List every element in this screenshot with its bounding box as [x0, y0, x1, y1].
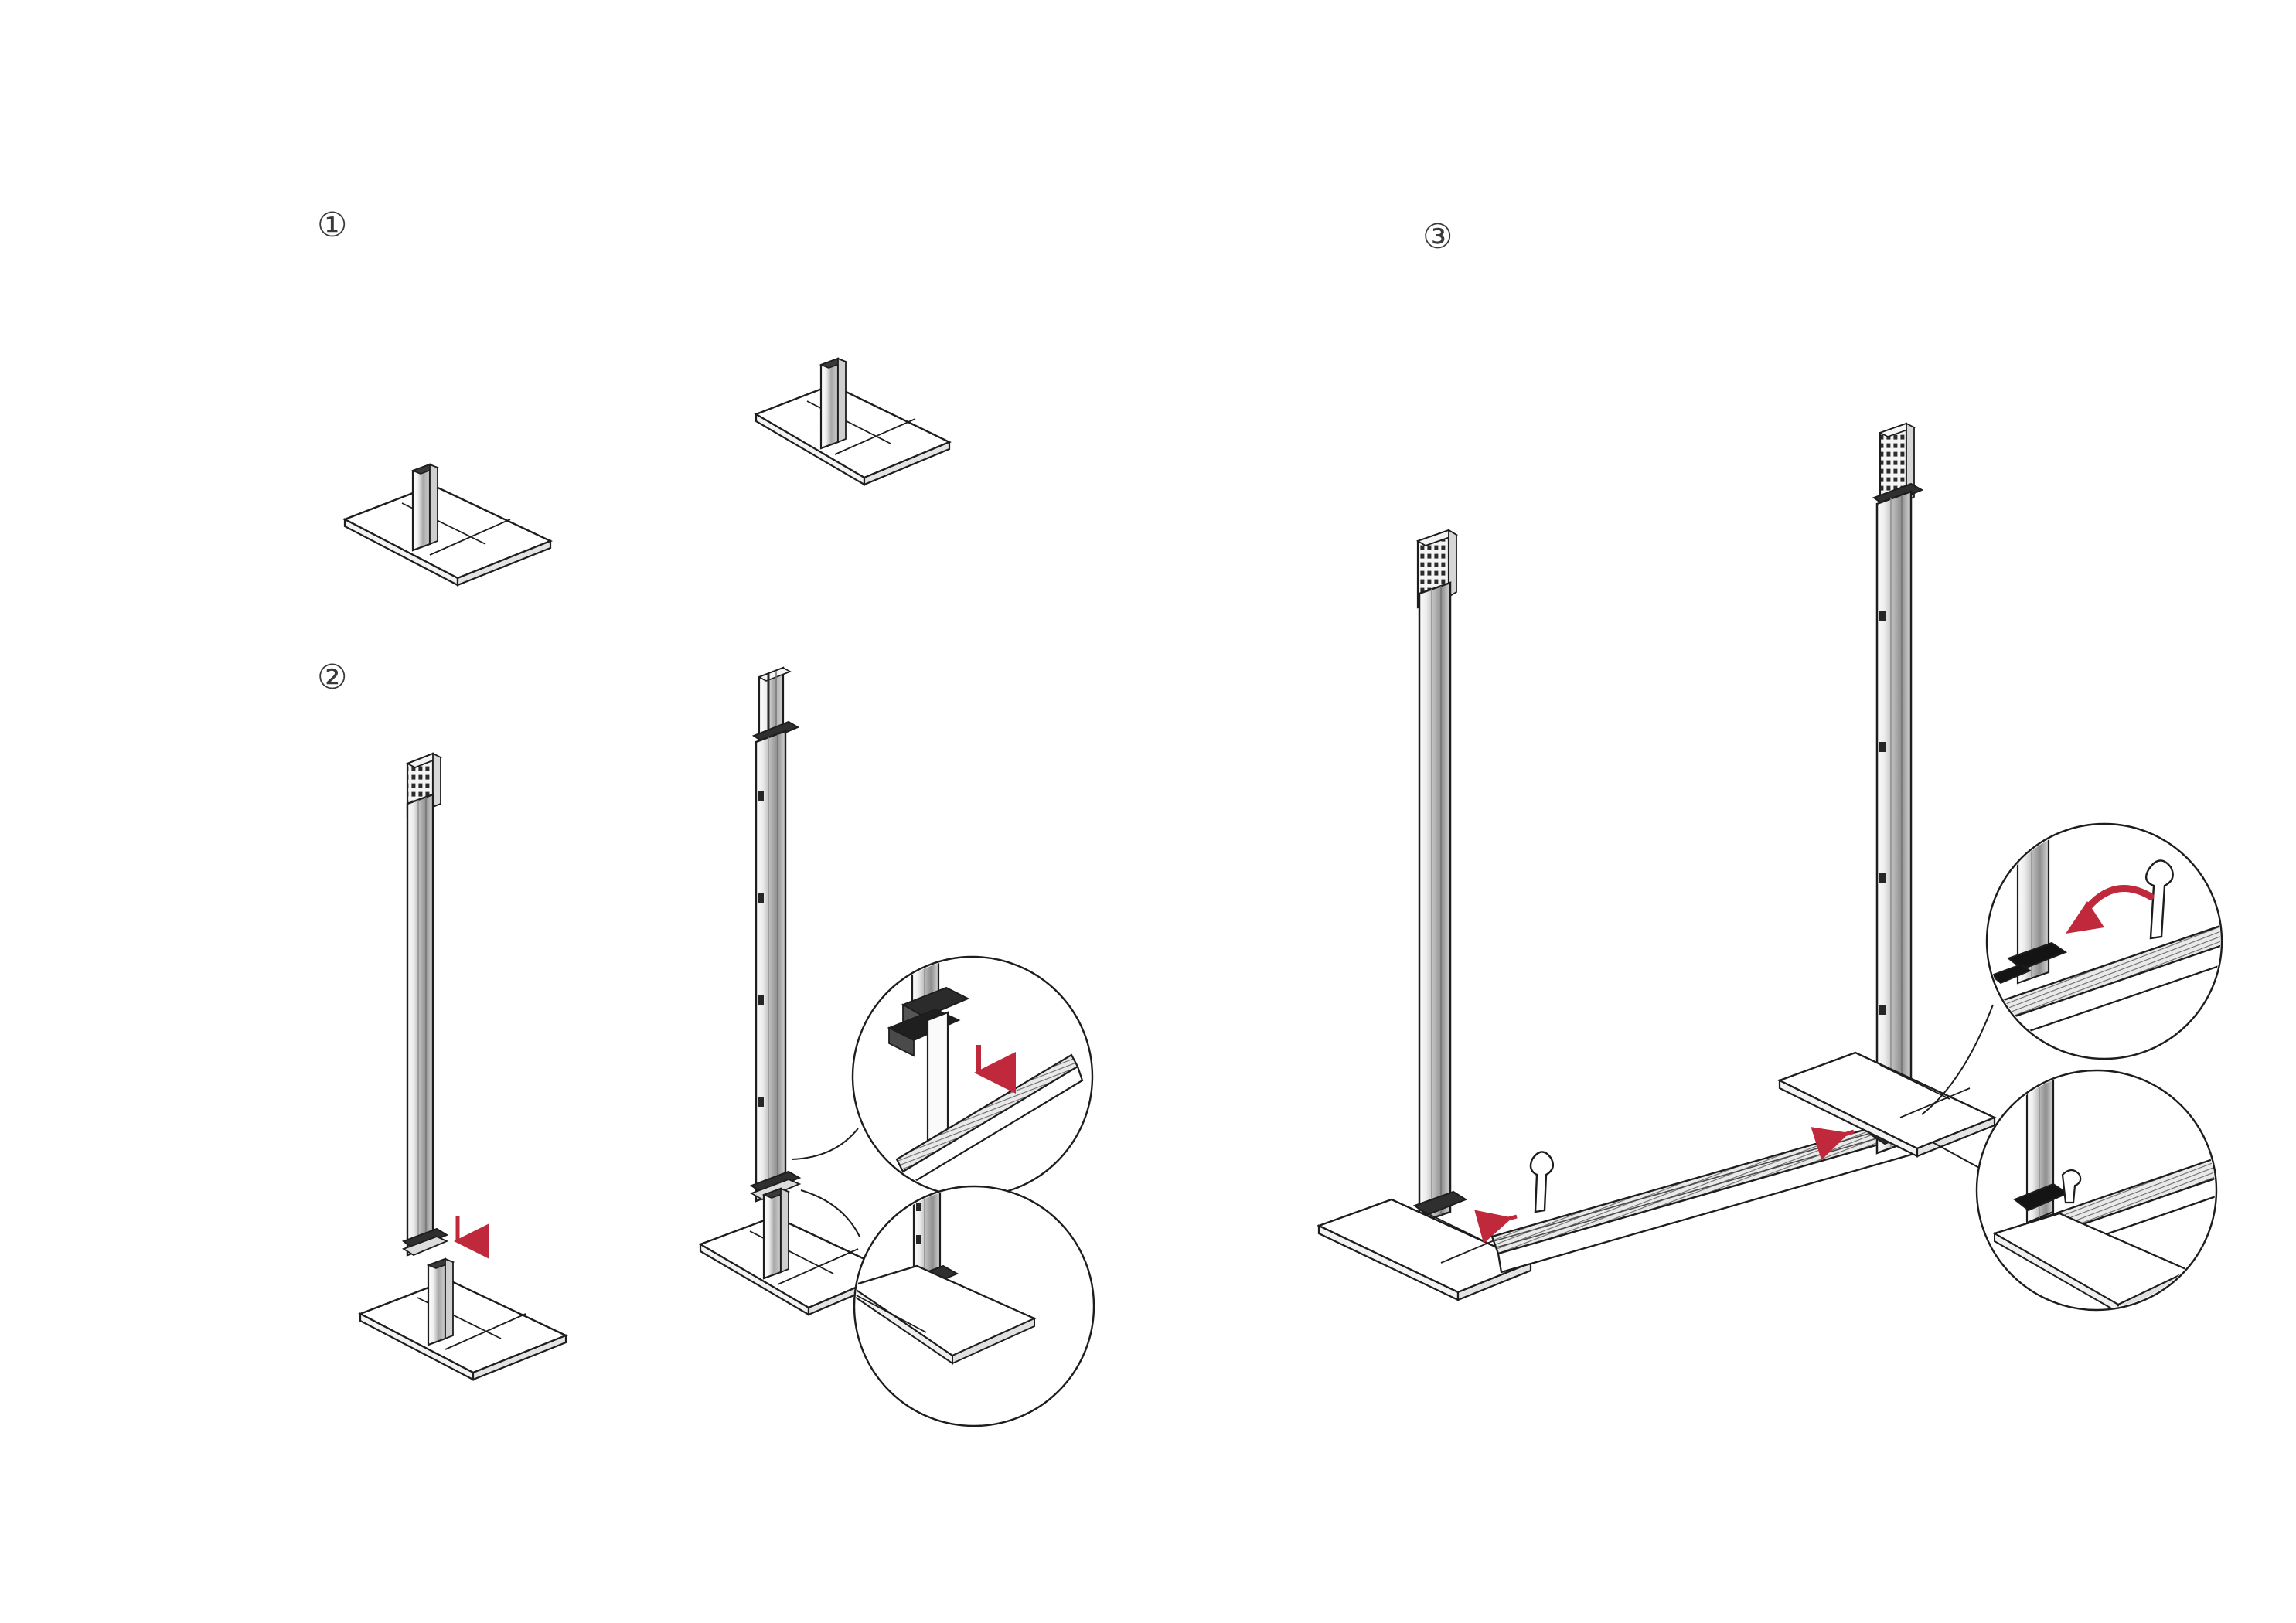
- detail-clamp: [851, 955, 1094, 1198]
- detail-lock-lever: [1985, 822, 2223, 1060]
- leader-line-detail-rail-foot: [1932, 1142, 1981, 1169]
- step-number-3: ③: [1422, 218, 1453, 256]
- crossbar-rail-step3: [1490, 1111, 1934, 1274]
- pole-telescoping-step2: [749, 666, 802, 1203]
- step-2-group: [358, 666, 1095, 1427]
- step-number-1: ①: [317, 206, 348, 244]
- leader-line-detail-clamp: [791, 1128, 859, 1160]
- step-1-group: [342, 357, 952, 587]
- base-foot-left-step1: [342, 463, 553, 587]
- pole-plain-step2: [401, 752, 449, 1257]
- leader-line-detail-foot-seat: [800, 1189, 860, 1237]
- detail-rail-foot: [1975, 1069, 2218, 1312]
- detail-foot-seat: [853, 1185, 1095, 1427]
- pole-left-step3: [1412, 529, 1468, 1224]
- arrow-rail-slide-left: [1474, 1210, 1518, 1244]
- pole-right-step3: [1868, 422, 1930, 1155]
- base-foot-left-step3: [1316, 1198, 1534, 1301]
- base-foot-right-step3: [1777, 1051, 1998, 1158]
- arrow-rail-slide-right: [1811, 1127, 1855, 1160]
- base-foot-left-step2: [358, 1257, 568, 1381]
- step-3-group: [1316, 422, 2223, 1312]
- step-number-2: ②: [317, 658, 348, 696]
- base-foot-right-step1: [754, 357, 952, 486]
- leader-line-detail-lock-lever: [1921, 1004, 1994, 1115]
- lock-lever-left: [1529, 1151, 1555, 1213]
